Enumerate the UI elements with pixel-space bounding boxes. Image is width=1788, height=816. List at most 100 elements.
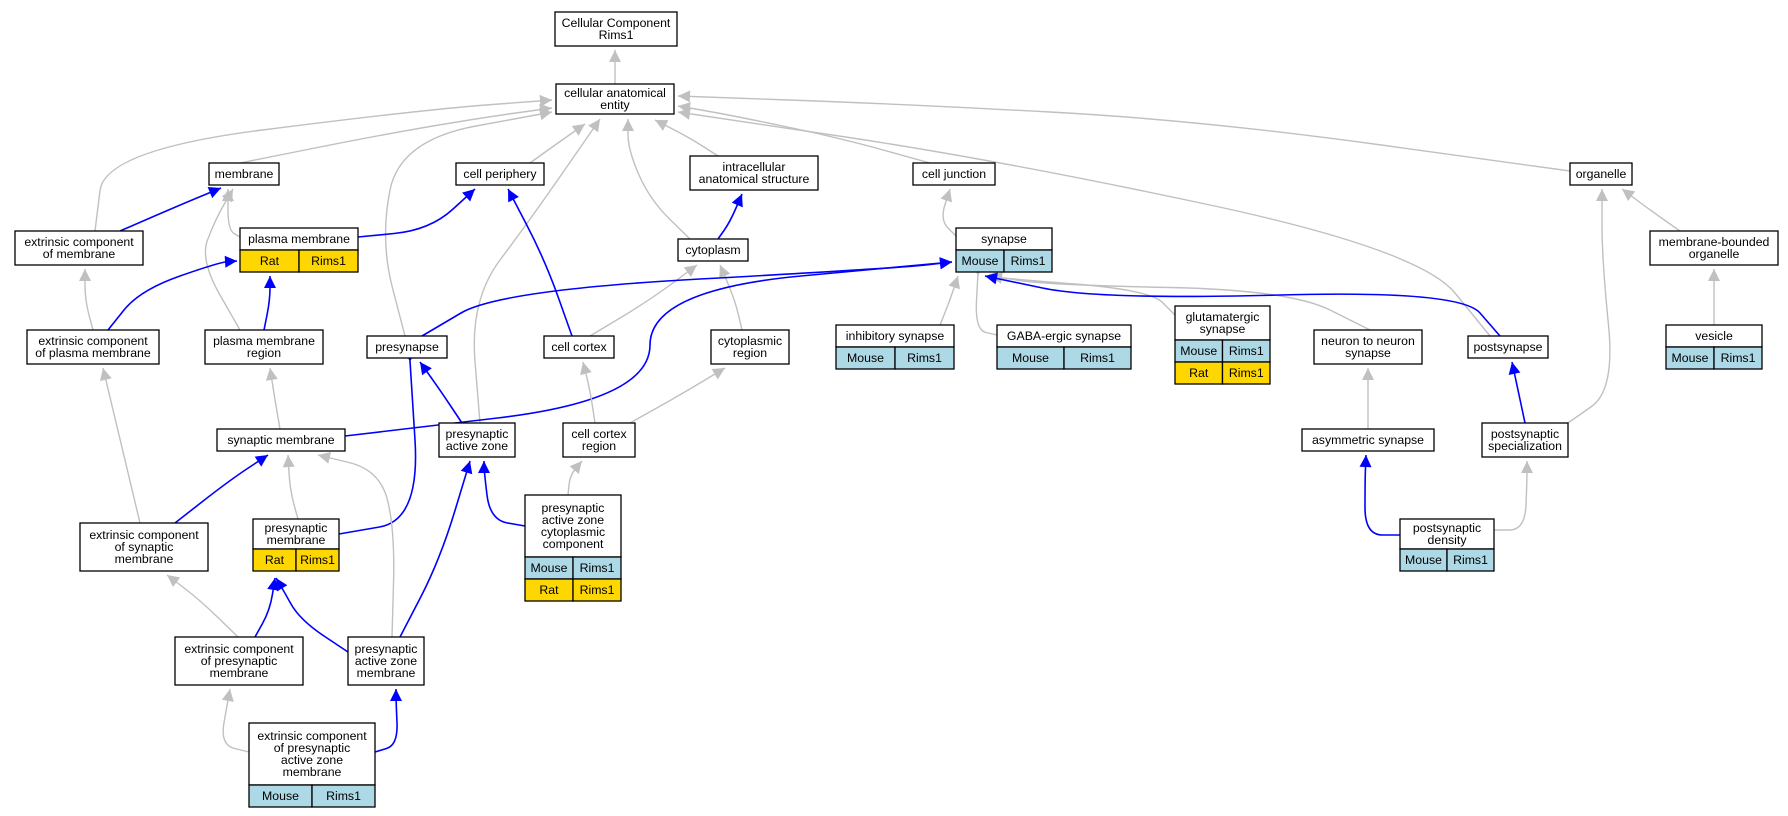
node-label-line: synapse — [981, 232, 1027, 246]
edge-asym_synapse-to-n2n_synapse — [1362, 368, 1374, 429]
edge-line — [204, 188, 241, 331]
edge-postsyn_density-to-postsyn_spec — [1494, 461, 1533, 531]
edge-postsynapse-to-synapse — [984, 272, 1501, 337]
annotation-gene-label: Rims1 — [1011, 254, 1046, 268]
arrow-head — [478, 461, 490, 473]
edge-cytoplasm-to-cae — [622, 119, 691, 240]
node-label-line: of membrane — [43, 247, 116, 261]
annotation-species-label: Mouse — [531, 561, 568, 575]
edge-line — [107, 260, 238, 331]
node-presynapse[interactable]: presynapse — [366, 335, 448, 359]
node-postsynapse[interactable]: postsynapse — [1467, 335, 1549, 359]
edge-ext_comp_pm-to-plasma_membrane — [107, 255, 238, 331]
arrow-head — [580, 362, 592, 376]
node-cytoplasm[interactable]: cytoplasm — [677, 238, 749, 262]
arrow-head — [1622, 189, 1636, 201]
annotation-gene-label: Rims1 — [326, 789, 361, 803]
node-label-line: plasma membrane — [248, 232, 350, 246]
annotation-species-label: Rat — [260, 254, 280, 268]
annotation-gene-label: Rims1 — [1229, 344, 1264, 358]
annotation-species-label: Mouse — [847, 351, 884, 365]
annotation-gene-label: Rims1 — [300, 553, 335, 567]
annotation-gene-label: Rims1 — [1453, 553, 1488, 567]
arrow-head — [264, 276, 276, 288]
node-synaptic-membrane[interactable]: synaptic membrane — [216, 428, 346, 452]
arrow-head — [390, 689, 402, 701]
edge-vesicle-to-mbo — [1708, 269, 1720, 325]
arrow-head — [462, 189, 475, 202]
edge-line — [399, 460, 471, 638]
node-cell-junction[interactable]: cell junction — [912, 162, 996, 186]
annotation-gene-cell — [1003, 249, 1053, 273]
node-box — [543, 335, 615, 359]
node-cell-cortex[interactable]: cell cortex — [543, 335, 615, 359]
node-label-line: presynaptic — [446, 427, 509, 441]
node-box — [208, 162, 280, 186]
node-label-line: cytoplasm — [685, 243, 740, 257]
node-label-line: component — [543, 537, 604, 551]
arrow-head — [282, 455, 295, 468]
edge-postsyn_spec-to-postsynapse — [1508, 361, 1526, 424]
node-label-line: cell cortex — [571, 427, 627, 441]
arrow-head — [985, 272, 998, 285]
edge-line — [357, 188, 476, 238]
annotation-gene-cell — [295, 548, 340, 572]
edge-cell_periphery-to-cae — [529, 123, 586, 164]
edge-synaptic_membrane-to-synapse — [344, 257, 953, 437]
edge-line — [989, 275, 1371, 331]
node-label-line: presynaptic — [265, 521, 328, 535]
node-box — [1649, 230, 1779, 266]
node-label-line: vesicle — [1695, 329, 1733, 343]
node-label-line: postsynapse — [1473, 340, 1542, 354]
edge-line — [717, 193, 743, 240]
annotation-gene-cell — [298, 249, 359, 273]
arrow-head — [711, 368, 725, 380]
node-asym-synapse[interactable]: asymmetric synapse — [1301, 428, 1435, 452]
node-label-line: organelle — [1576, 167, 1627, 181]
node-membrane[interactable]: membrane — [208, 162, 280, 186]
node-organelle[interactable]: organelle — [1569, 162, 1633, 186]
node-box — [248, 722, 376, 786]
node-box — [26, 329, 160, 365]
node-box — [216, 428, 346, 452]
edge-line — [102, 367, 141, 524]
edge-plasma_membrane-to-cell_periphery — [357, 188, 476, 238]
edge-cell_cortex_region-to-cell_cortex — [580, 361, 596, 424]
edge-line — [719, 264, 743, 331]
node-label-line: cytoplasmic — [541, 525, 605, 539]
node-label-line: asymmetric synapse — [1312, 433, 1424, 447]
edge-line — [338, 360, 417, 535]
node-label-line: active zone — [542, 513, 604, 527]
edge-postsynapse-to-cae — [677, 107, 1491, 337]
node-cell-periphery[interactable]: cell periphery — [455, 162, 545, 186]
annotation-species-label: Mouse — [1405, 553, 1442, 567]
arrow-head — [265, 368, 278, 381]
node-box — [438, 422, 516, 458]
